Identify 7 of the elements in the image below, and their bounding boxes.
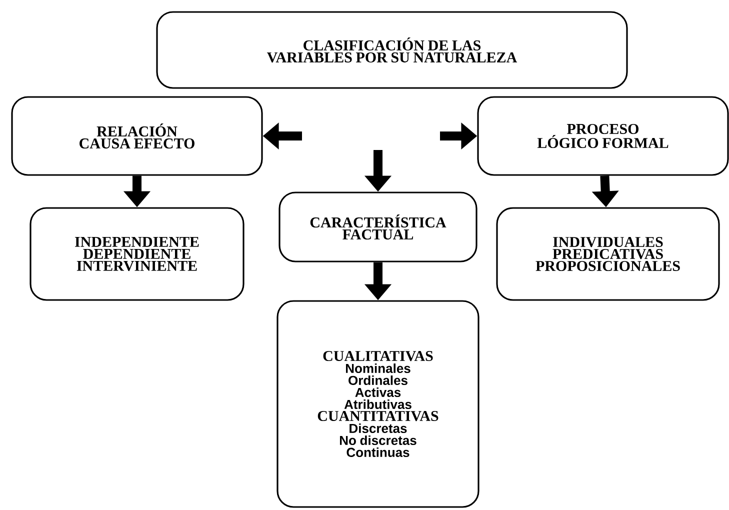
rounded-box: INDIVIDUALES PREDICATIVAS PROPOSICIONALES	[496, 207, 720, 301]
rounded-box: CUALITATIVAS Nominales Ordinales Activas Atributivas CUANTITATIVAS Discretas No discretas Continuas	[276, 300, 480, 508]
rounded-box: CLASIFICACIÓN DE LAS VARIABLES POR SU NATURALEZA	[156, 11, 628, 89]
rounded-box: RELACIÓN CAUSA EFECTO	[11, 96, 263, 176]
rounded-box: PROCESO LÓGICO FORMAL	[477, 96, 729, 176]
rounded-box: INDEPENDIENTE DEPENDIENTE INTERVINIENTE	[30, 207, 244, 301]
rounded-box: CARACTERÍSTICA FACTUAL	[278, 192, 478, 262]
